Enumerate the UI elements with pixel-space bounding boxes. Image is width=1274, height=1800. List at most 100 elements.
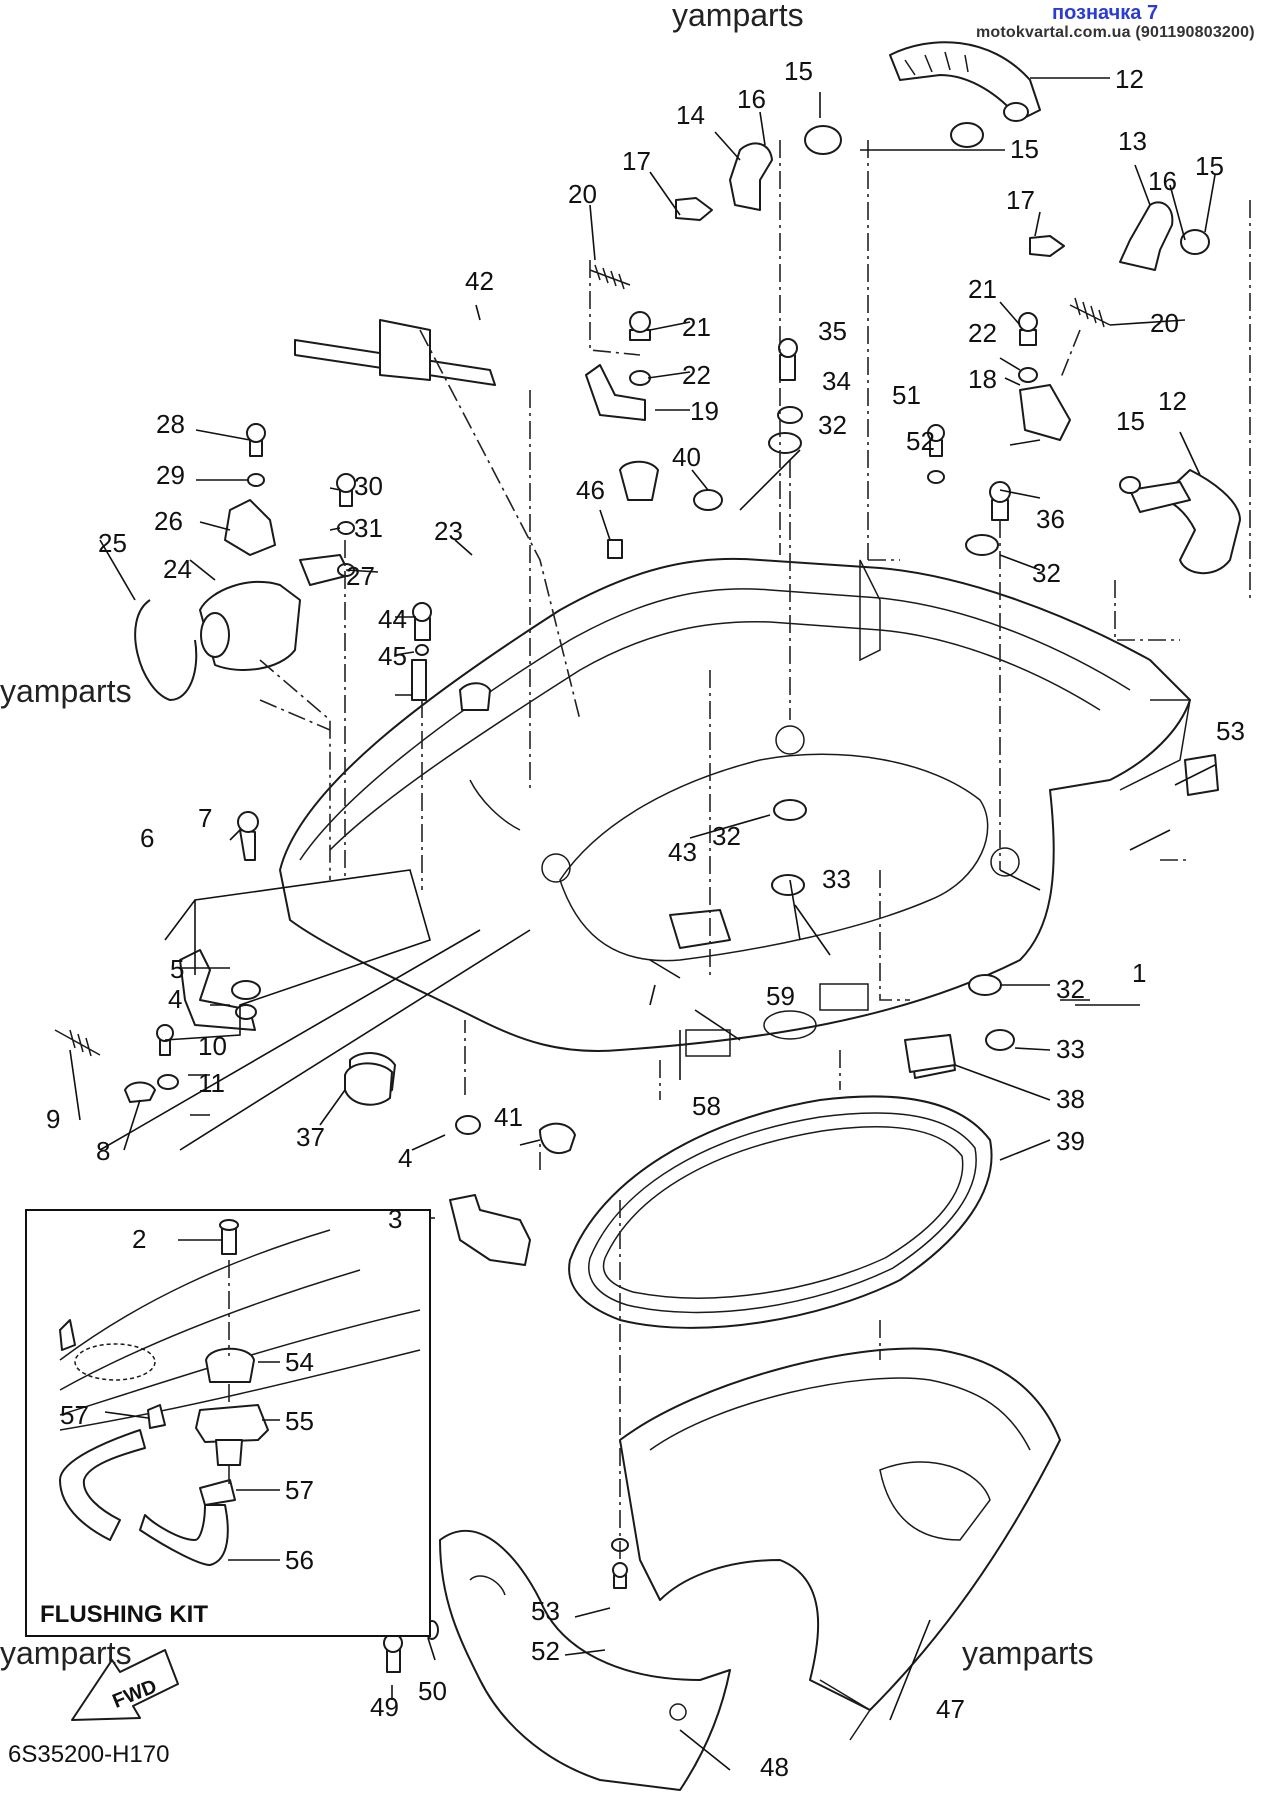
callout-label: 17 bbox=[1006, 185, 1035, 215]
callout-label: 33 bbox=[822, 864, 851, 894]
callout-label: 24 bbox=[163, 554, 192, 584]
callout-label: 44 bbox=[378, 604, 407, 634]
callout-label: 35 bbox=[818, 316, 847, 346]
grommet-part bbox=[455, 122, 1210, 1135]
callout-label: 1 bbox=[1132, 958, 1146, 988]
callout-label: 30 bbox=[354, 471, 383, 501]
lower-cowling-part bbox=[619, 1347, 1061, 1741]
flushing-kit-inset: FLUSHING KIT 2 54 55 57 57 56 bbox=[25, 1209, 431, 1637]
callout-label: 10 bbox=[198, 1031, 227, 1061]
callout-label: 16 bbox=[1148, 166, 1177, 196]
callout-label: 14 bbox=[676, 100, 705, 130]
leader-lines bbox=[69, 77, 1216, 1771]
callout-label: 22 bbox=[682, 360, 711, 390]
callout-label: 17 bbox=[622, 146, 651, 176]
callout-label: 41 bbox=[494, 1102, 523, 1132]
callout-label: 23 bbox=[434, 516, 463, 546]
header-source: motokvartal.com.ua (901190803200) bbox=[976, 24, 1255, 41]
callout-label: 55 bbox=[285, 1406, 314, 1436]
callout-label: 5 bbox=[170, 954, 184, 984]
callout-label: 52 bbox=[531, 1636, 560, 1666]
callout-label: 46 bbox=[576, 475, 605, 505]
callout-label: 53 bbox=[1216, 716, 1245, 746]
callout-label: 13 bbox=[1118, 126, 1147, 156]
callout-label: 12 bbox=[1115, 64, 1144, 94]
watermark: yamparts bbox=[962, 1635, 1094, 1671]
rubber-seal-part bbox=[568, 1095, 993, 1329]
watermark: yamparts bbox=[0, 673, 132, 709]
callout-label: 47 bbox=[936, 1694, 965, 1724]
callout-label: 18 bbox=[968, 364, 997, 394]
spring-part bbox=[54, 264, 1111, 1057]
lock-lever-part bbox=[224, 142, 1174, 586]
callout-label: 21 bbox=[682, 312, 711, 342]
callout-label: 45 bbox=[378, 641, 407, 671]
callout-label: 57 bbox=[60, 1400, 89, 1430]
watermark: yamparts bbox=[672, 0, 804, 33]
assembly-lines bbox=[259, 140, 1251, 1560]
callout-label: 36 bbox=[1036, 504, 1065, 534]
callout-label: 32 bbox=[1032, 558, 1061, 588]
callout-label: 7 bbox=[198, 803, 212, 833]
callout-label: 40 bbox=[672, 442, 701, 472]
callout-label: 49 bbox=[370, 1692, 399, 1722]
callout-label: 26 bbox=[154, 506, 183, 536]
callout-label: 22 bbox=[968, 318, 997, 348]
callout-label: 38 bbox=[1056, 1084, 1085, 1114]
callout-label: 52 bbox=[906, 426, 935, 456]
callout-label: 53 bbox=[531, 1596, 560, 1626]
callout-label: 27 bbox=[346, 561, 375, 591]
callout-label: 11 bbox=[198, 1068, 225, 1098]
callout-label: 21 bbox=[968, 274, 997, 304]
callout-label: 32 bbox=[818, 410, 847, 440]
side-panel-part bbox=[439, 1529, 731, 1791]
callout-label: 32 bbox=[1056, 974, 1085, 1004]
bolt-part bbox=[156, 197, 1065, 1673]
callout-label: 20 bbox=[568, 179, 597, 209]
callout-label: 15 bbox=[1116, 406, 1145, 436]
callout-label: 15 bbox=[1010, 134, 1039, 164]
callout-numbers: 1 3 4 4 5 6 7 8 9 10 11 12 12 13 14 15 1… bbox=[46, 56, 1245, 1782]
shift-lever-part bbox=[124, 949, 256, 1103]
callout-label: 31 bbox=[354, 513, 383, 543]
callout-label: 42 bbox=[465, 266, 494, 296]
flushing-kit-label: FLUSHING KIT bbox=[40, 1601, 208, 1628]
callout-label: 50 bbox=[418, 1676, 447, 1706]
callout-label: 56 bbox=[285, 1545, 314, 1575]
callout-label: 28 bbox=[156, 409, 185, 439]
callout-label: 57 bbox=[285, 1475, 314, 1505]
callout-label: 15 bbox=[784, 56, 813, 86]
diagram-code: 6S35200-H170 bbox=[8, 1741, 170, 1768]
callout-label: 19 bbox=[690, 396, 719, 426]
callout-label: 2 bbox=[132, 1224, 146, 1254]
callout-label: 37 bbox=[296, 1122, 325, 1152]
callout-label: 15 bbox=[1195, 151, 1224, 181]
callout-label: 29 bbox=[156, 460, 185, 490]
callout-label: 8 bbox=[96, 1136, 110, 1166]
callout-label: 34 bbox=[822, 366, 851, 396]
callout-label: 9 bbox=[46, 1104, 60, 1134]
actuator-part bbox=[134, 580, 301, 701]
callout-label: 32 bbox=[712, 821, 741, 851]
callout-label: 6 bbox=[140, 823, 154, 853]
callout-label: 58 bbox=[692, 1091, 721, 1121]
callout-label: 16 bbox=[737, 84, 766, 114]
handle-part bbox=[889, 41, 1241, 575]
header-title: позначка 7 bbox=[1052, 2, 1159, 24]
pad-part bbox=[344, 460, 1219, 1106]
callout-label: 20 bbox=[1150, 308, 1179, 338]
callout-label: 33 bbox=[1056, 1034, 1085, 1064]
callout-label: 43 bbox=[668, 837, 697, 867]
callout-label: 59 bbox=[766, 981, 795, 1011]
callout-label: 3 bbox=[388, 1204, 402, 1234]
callout-label: 25 bbox=[98, 528, 127, 558]
callout-label: 51 bbox=[892, 380, 921, 410]
callout-label: 48 bbox=[760, 1752, 789, 1782]
callout-label: 54 bbox=[285, 1347, 314, 1377]
callout-label: 4 bbox=[168, 984, 182, 1014]
cable-clamp-part bbox=[294, 319, 496, 386]
callout-label: 39 bbox=[1056, 1126, 1085, 1156]
callout-label: 12 bbox=[1158, 386, 1187, 416]
callout-label: 4 bbox=[398, 1143, 412, 1173]
